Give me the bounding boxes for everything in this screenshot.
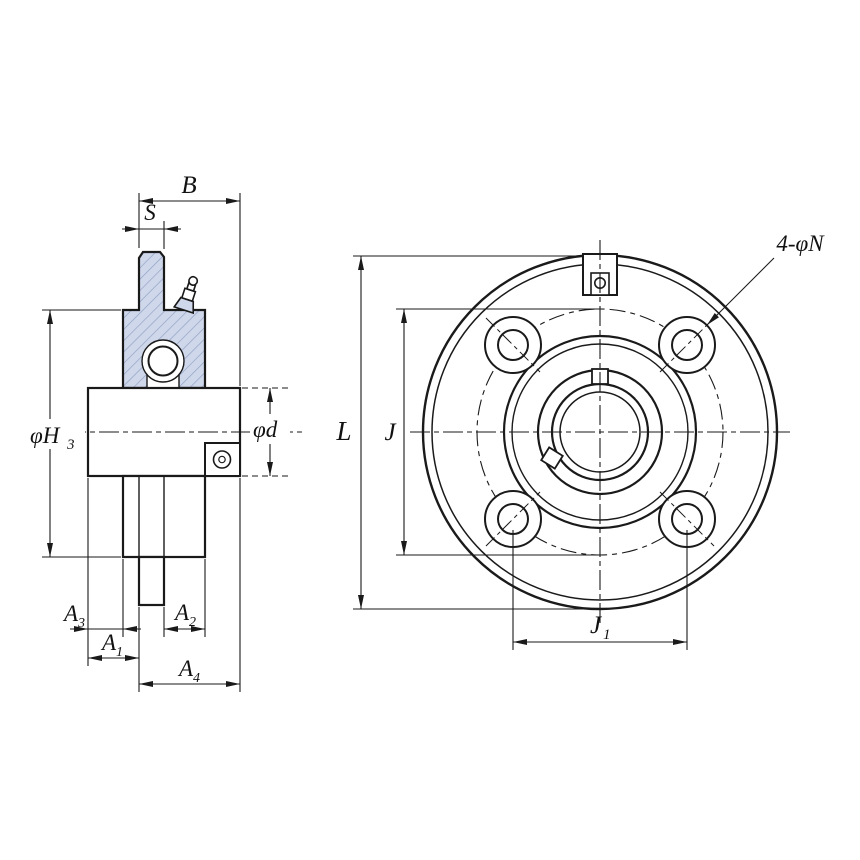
dim-phi-H3-label: φH [30, 423, 61, 448]
set-screw-hole [212, 450, 232, 469]
dim-A3-label: A [62, 601, 79, 626]
dim-A2: A 2 [164, 600, 205, 632]
dim-phi-d: φd [242, 387, 290, 477]
set-screw-lower-left [540, 446, 564, 470]
dim-A4-subscript: 4 [193, 671, 200, 686]
grease-nipple [172, 275, 199, 315]
dim-A3-subscript: 3 [77, 616, 85, 631]
flange-rim-lower [137, 555, 166, 607]
dim-A4-label: A [177, 656, 194, 681]
dim-J1-subscript: 1 [603, 627, 611, 643]
dim-S: S [122, 200, 181, 249]
dim-phi-H3-subscript: 3 [66, 437, 75, 453]
set-screw-hole-inner [218, 455, 226, 464]
dim-J1: J 1 [512, 530, 688, 650]
bolt-note-label: 4-φN [776, 231, 825, 256]
bearing-ball [147, 345, 179, 377]
dim-S-label: S [144, 200, 156, 225]
dim-phi-H3-label-bg [27, 419, 85, 449]
dim-J1-label: J [590, 612, 603, 639]
dim-A2-subscript: 2 [189, 615, 196, 630]
side-view: B S φH 3 φd [27, 172, 302, 692]
dim-phi-d-label: φd [253, 417, 278, 442]
dim-phi-H3: φH 3 [27, 309, 121, 558]
dim-A-extension-lines [87, 478, 241, 692]
dim-L: L [335, 255, 598, 610]
dim-J-label: J [384, 419, 397, 446]
bolt-note-leader [706, 257, 775, 326]
dim-J: J [384, 308, 600, 556]
grease-nipple-tip [188, 275, 199, 286]
dim-B: B [138, 172, 241, 386]
dim-A1: A 1 [88, 630, 139, 661]
dim-phi-d-label-bg [250, 414, 290, 444]
grease-nipple-base [172, 296, 195, 315]
bolt-note: 4-φN [706, 231, 825, 326]
set-screw-boss [204, 442, 241, 477]
dim-L-label: L [335, 416, 351, 446]
dim-A1-label: A [100, 630, 117, 655]
dim-A1-subscript: 1 [116, 645, 123, 660]
dim-A4: A 4 [139, 656, 240, 687]
dim-A2-label: A [173, 600, 190, 625]
dim-B-label: B [181, 172, 196, 199]
dim-A3: A 3 [62, 601, 141, 632]
front-view: L J J 1 4-φN [335, 231, 825, 650]
